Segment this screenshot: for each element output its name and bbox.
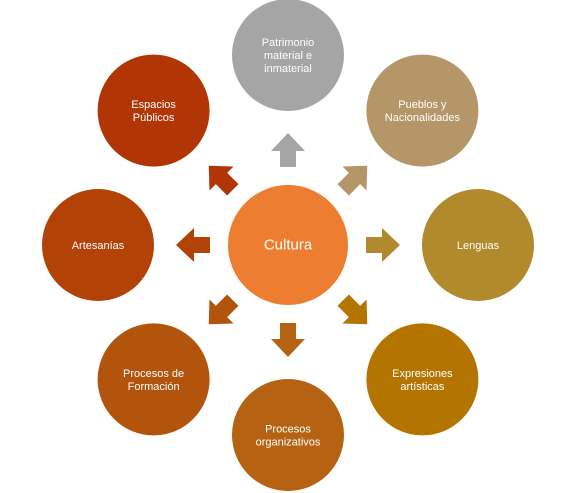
node-circle-patrimonio: [232, 0, 344, 111]
node-artesanias: Artesanías: [42, 189, 154, 301]
node-label-line: artísticas: [400, 381, 445, 393]
arrow-pueblos: [337, 165, 368, 196]
node-label-line: Formación: [128, 381, 180, 393]
node-label-line: Pueblos y: [398, 99, 447, 111]
node-circle-expresiones: [366, 323, 479, 436]
node-label-line: Procesos de: [123, 368, 184, 380]
node-label-line: Lenguas: [457, 240, 500, 252]
arrow-patrimonio: [271, 133, 305, 167]
arrow-expresiones: [337, 294, 368, 325]
node-label-line: Procesos: [265, 424, 311, 436]
node-circle-procesos-organizativos: [232, 379, 344, 491]
arrow-lenguas: [366, 228, 400, 262]
arrow-espacios-publicos: [208, 165, 239, 196]
node-label-line: material e: [264, 50, 312, 62]
node-label-line: Públicos: [133, 112, 175, 124]
node-label-line: Nacionalidades: [385, 112, 461, 124]
center-node: Cultura: [228, 185, 348, 305]
arrow-procesos-organizativos: [271, 323, 305, 357]
node-circle-pueblos: [366, 54, 479, 167]
node-label-artesanias: Artesanías: [72, 240, 125, 252]
node-label-line: Expresiones: [392, 368, 453, 380]
node-label-lenguas: Lenguas: [457, 240, 500, 252]
node-label-line: organizativos: [256, 437, 321, 449]
center-label: Cultura: [264, 237, 313, 254]
center-circle: [228, 185, 348, 305]
node-circle-artesanias: [42, 189, 154, 301]
node-circle-espacios-publicos: [97, 54, 210, 167]
arrow-artesanias: [176, 228, 210, 262]
node-label-line: inmaterial: [264, 63, 312, 75]
node-label-line: Patrimonio: [262, 37, 315, 49]
node-circle-procesos-formacion: [97, 323, 210, 436]
arrow-procesos-formacion: [208, 294, 239, 325]
node-label-line: Espacios: [131, 99, 176, 111]
node-lenguas: Lenguas: [422, 189, 534, 301]
node-circle-lenguas: [422, 189, 534, 301]
node-label-line: Artesanías: [72, 240, 125, 252]
arrows-layer: [176, 133, 400, 357]
